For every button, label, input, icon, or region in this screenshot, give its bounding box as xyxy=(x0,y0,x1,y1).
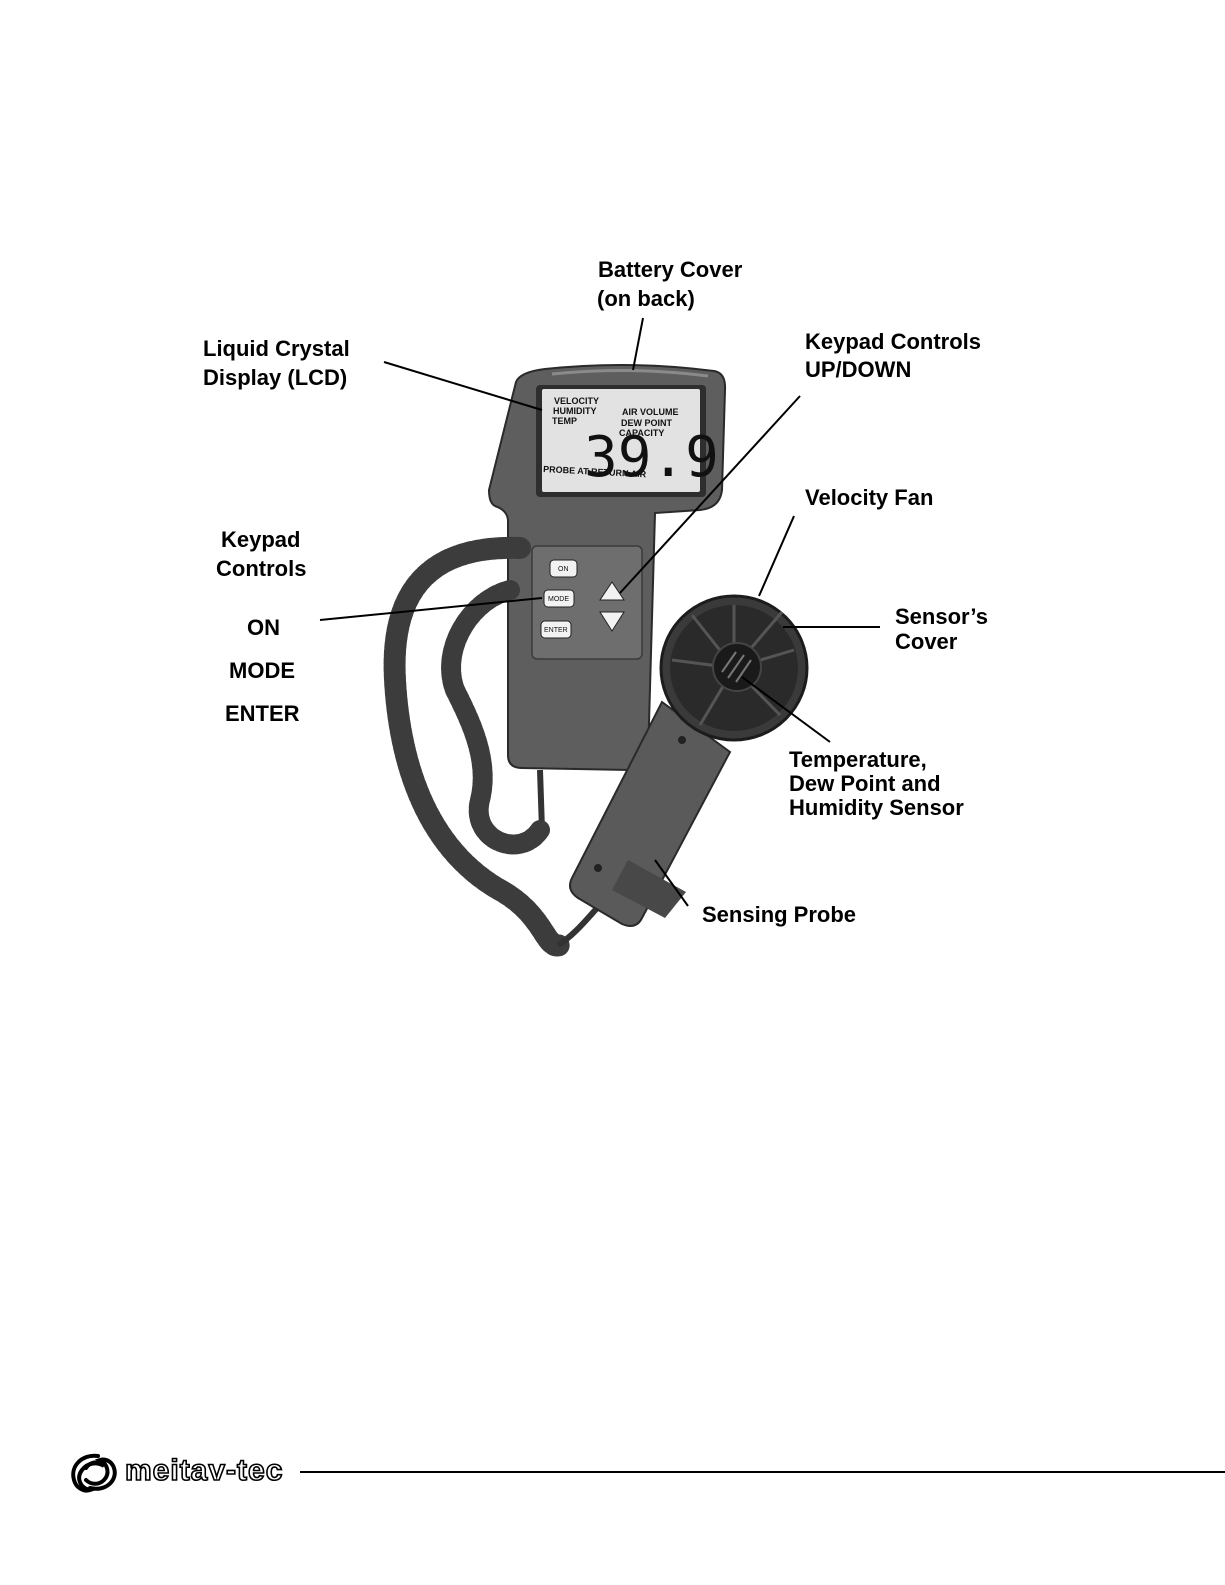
label-sensing-probe: Sensing Probe xyxy=(702,902,856,927)
svg-text:MODE: MODE xyxy=(548,596,569,603)
svg-text:ON: ON xyxy=(558,566,569,573)
svg-text:ENTER: ENTER xyxy=(544,627,568,634)
footer-rule xyxy=(300,1471,1225,1473)
label-keypad-controls-line1: Keypad xyxy=(221,527,300,552)
lcd-reading: 39.9 xyxy=(584,425,719,490)
label-keypad-updown-line1: Keypad Controls xyxy=(805,329,981,354)
meitav-swirl-logo-icon xyxy=(68,1450,122,1494)
label-keypad-updown-line2: UP/DOWN xyxy=(805,357,911,382)
label-lcd-line1: Liquid Crystal xyxy=(203,336,350,361)
brand-name: meitav-tec xyxy=(125,1454,283,1488)
page-footer: meitav-tec xyxy=(68,1450,1158,1500)
label-sensors-cover-line2: Cover xyxy=(895,629,958,654)
label-keypad-controls-line2: Controls xyxy=(216,556,306,581)
label-sensor-line2: Dew Point and xyxy=(789,771,941,796)
label-battery-cover-line2: (on back) xyxy=(597,286,695,311)
label-enter: ENTER xyxy=(225,701,300,726)
lcd-mode-air-volume: AIR VOLUME xyxy=(622,407,679,417)
label-sensor-line3: Humidity Sensor xyxy=(789,795,964,820)
label-mode: MODE xyxy=(229,658,295,683)
lcd-mode-humidity: HUMIDITY xyxy=(553,406,597,416)
label-lcd-line2: Display (LCD) xyxy=(203,365,347,390)
mode-key[interactable]: MODE xyxy=(544,590,574,607)
label-sensor-line1: Temperature, xyxy=(789,747,927,772)
humidity-sensor xyxy=(713,643,761,691)
label-velocity-fan: Velocity Fan xyxy=(805,485,933,510)
label-battery-cover-line1: Battery Cover xyxy=(598,257,743,282)
enter-key[interactable]: ENTER xyxy=(541,621,571,638)
lcd-screen: VELOCITY HUMIDITY TEMP AIR VOLUME DEW PO… xyxy=(536,385,719,497)
lcd-mode-temp: TEMP xyxy=(552,416,577,426)
label-sensors-cover-line1: Sensor’s xyxy=(895,604,988,629)
keypad-panel: ON MODE ENTER xyxy=(532,546,642,659)
on-key[interactable]: ON xyxy=(550,560,577,577)
label-on: ON xyxy=(247,615,280,640)
velocity-fan xyxy=(661,596,807,740)
lcd-mode-velocity: VELOCITY xyxy=(554,396,599,406)
